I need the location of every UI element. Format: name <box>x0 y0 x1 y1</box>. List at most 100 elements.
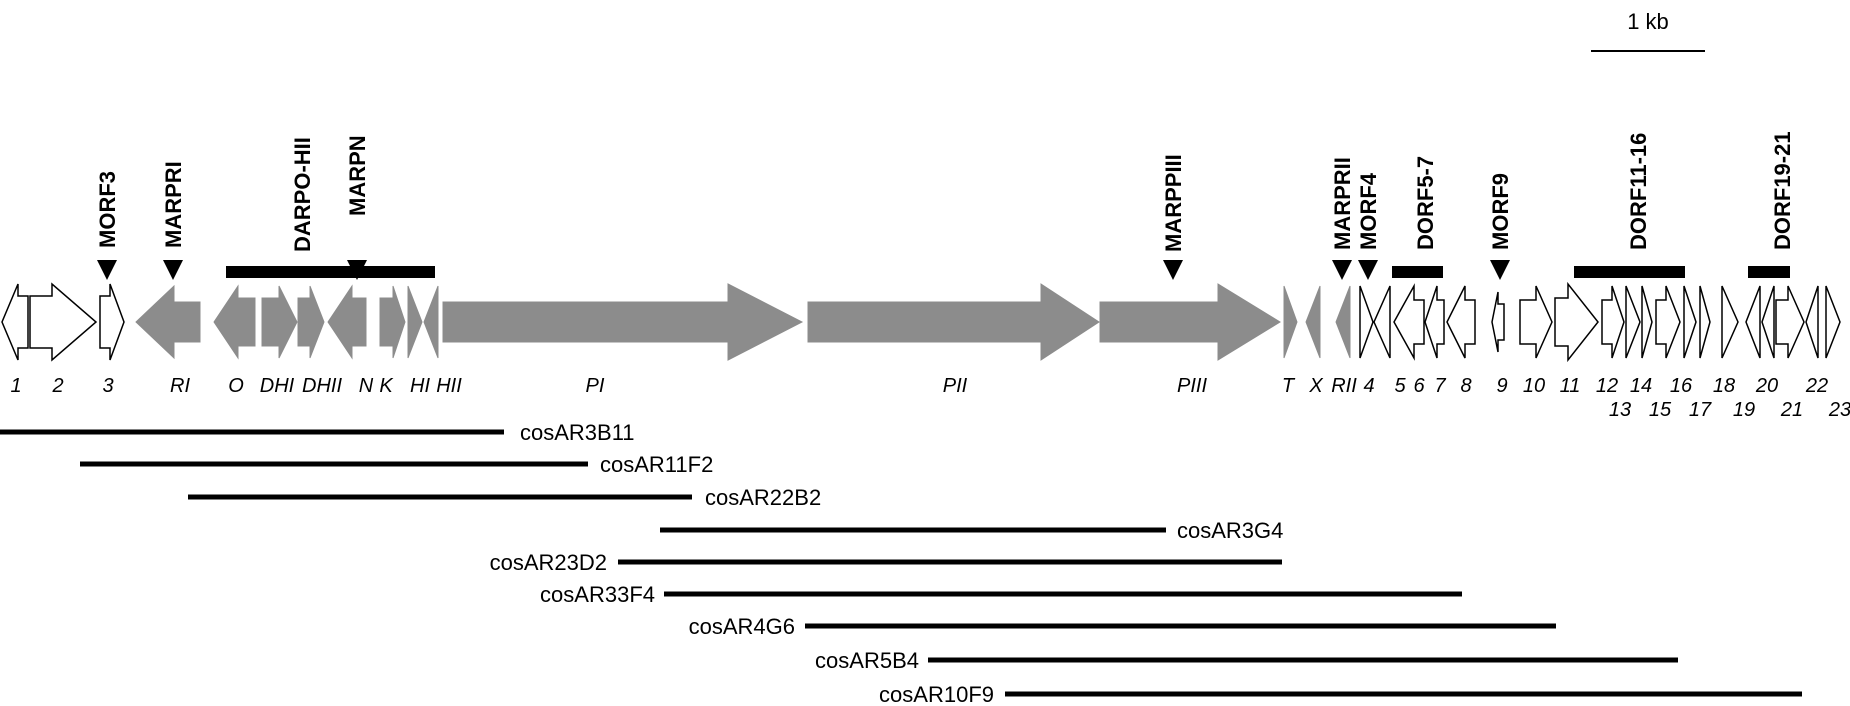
cosmid-label-cosar3b11: cosAR3B11 <box>520 420 635 445</box>
gene-12-arrow <box>1601 285 1625 359</box>
orf-label-12: 12 <box>1596 375 1618 397</box>
cosmid-lines: cosAR3B11 cosAR11F2 cosAR22B2 cosAR3G4 cosAR… <box>0 420 1802 706</box>
orf-label-3: 3 <box>102 375 113 397</box>
orf-label-21: 21 <box>1780 399 1803 421</box>
gene-X-arrow <box>1305 285 1321 359</box>
orf-label-pi: PI <box>586 375 605 397</box>
gene-2-arrow <box>29 282 98 362</box>
orf-label-x: X <box>1308 375 1323 397</box>
marker-morf9-triangle <box>1490 260 1510 280</box>
orf-label-9: 9 <box>1496 375 1507 397</box>
marker-dorf19-21-bar <box>1748 266 1790 278</box>
gene-PI-arrow <box>442 283 804 361</box>
marker-morf4-triangle <box>1358 260 1378 280</box>
orf-label-23: 23 <box>1828 399 1850 421</box>
orf-label-15: 15 <box>1649 399 1672 421</box>
gene-18-arrow <box>1721 285 1739 359</box>
cosmid-label-cosar4g6: cosAR4G6 <box>689 614 795 639</box>
orf-label-hii: HII <box>436 375 462 397</box>
gene-7-arrow <box>1446 285 1476 359</box>
gene-O-arrow <box>213 284 256 360</box>
marker-marpri-triangle <box>163 260 183 280</box>
gene-16-arrow <box>1683 285 1697 359</box>
orf-label-18: 18 <box>1713 375 1735 397</box>
gene-4a-arrow <box>1359 285 1374 359</box>
cosmid-label-cosar10f9: cosAR10F9 <box>879 682 994 706</box>
cosmid-label-cosar3g4: cosAR3G4 <box>1177 518 1283 543</box>
gene-9-arrow <box>1491 291 1505 353</box>
gene-3-arrow <box>99 283 125 361</box>
orf-label-2: 2 <box>51 375 63 397</box>
gene-RII-arrow <box>1335 285 1351 359</box>
gene-arrows <box>1 281 1841 363</box>
gene-5-arrow <box>1393 283 1425 361</box>
orf-label-1: 1 <box>10 375 21 397</box>
marker-morf3-triangle <box>97 260 117 280</box>
gene-23-arrow <box>1825 285 1841 359</box>
gene-20-arrow <box>1761 285 1775 359</box>
orf-label-piii: PIII <box>1177 375 1207 397</box>
gene-T-arrow <box>1283 285 1298 359</box>
scale-bar: 1 kb <box>1591 9 1705 52</box>
scale-bar-label: 1 kb <box>1627 9 1669 34</box>
marker-darpo-hii-bar <box>226 266 435 278</box>
region-label-dorf5-7: DORF5-7 <box>1413 156 1438 250</box>
gene-6-arrow <box>1424 285 1445 359</box>
gene-K-arrow <box>379 285 406 359</box>
gene-17-arrow <box>1699 285 1711 359</box>
orf-label-6: 6 <box>1413 375 1425 397</box>
orf-label-n: N <box>359 375 374 397</box>
region-label-marpn: MARPN <box>345 135 370 216</box>
gene-RI-arrow <box>135 284 201 360</box>
cosmid-label-cosar23d2: cosAR23D2 <box>490 550 607 575</box>
gene-21-arrow <box>1775 285 1805 359</box>
orf-label-8: 8 <box>1460 375 1471 397</box>
cosmid-label-cosar5b4: cosAR5B4 <box>815 648 919 673</box>
orf-label-dhii: DHII <box>302 375 342 397</box>
gene-DHI-arrow <box>261 285 298 359</box>
region-label-darpo-hii: DARPO-HII <box>290 137 315 252</box>
region-label-morf3: MORF3 <box>95 171 120 248</box>
orf-label-k: K <box>379 375 394 397</box>
orf-label-7: 7 <box>1434 375 1446 397</box>
orf-label-22: 22 <box>1805 375 1828 397</box>
marker-marprii-triangle <box>1332 260 1352 280</box>
marker-marpn-triangle <box>347 260 367 280</box>
gene-PII-arrow <box>807 283 1100 361</box>
orf-label-ri: RI <box>170 375 190 397</box>
orf-label-17: 17 <box>1689 399 1712 421</box>
gene-14-arrow <box>1641 285 1653 359</box>
gene-15-arrow <box>1655 285 1681 359</box>
region-label-dorf19-21: DORF19-21 <box>1770 131 1795 250</box>
marker-dorf5-7-bar <box>1392 266 1443 278</box>
region-label-marppiii: MARPPIII <box>1161 154 1186 252</box>
gene-HII-arrow <box>423 285 439 359</box>
orf-label-rii: RII <box>1331 375 1357 397</box>
region-label-marprii: MARPRII <box>1330 157 1355 250</box>
region-label-dorf11-16: DORF11-16 <box>1626 133 1651 250</box>
orf-label-dhi: DHI <box>260 375 295 397</box>
gene-13-arrow <box>1625 285 1641 359</box>
marker-dorf11-16-bar <box>1574 266 1685 278</box>
orf-label-pii: PII <box>943 375 968 397</box>
orf-label-16: 16 <box>1670 375 1693 397</box>
orf-label-t: T <box>1282 375 1296 397</box>
orf-label-hi: HI <box>410 375 430 397</box>
orf-label-13: 13 <box>1609 399 1631 421</box>
gene-10-arrow <box>1519 285 1553 359</box>
gene-DHII-arrow <box>297 285 325 359</box>
orf-label-19: 19 <box>1733 399 1755 421</box>
orf-label-5: 5 <box>1394 375 1406 397</box>
orf-label-o: O <box>228 375 244 397</box>
cosmid-label-cosar22b2: cosAR22B2 <box>705 485 821 510</box>
gene-N-arrow <box>327 284 367 360</box>
gene-PIII-arrow <box>1099 283 1281 361</box>
orf-label-20: 20 <box>1755 375 1778 397</box>
orf-label-14: 14 <box>1630 375 1652 397</box>
orf-label-10: 10 <box>1523 375 1545 397</box>
cosmid-label-cosar11f2: cosAR11F2 <box>600 452 713 477</box>
marker-marppiii-triangle <box>1163 260 1183 280</box>
gene-1-arrow <box>1 283 29 361</box>
